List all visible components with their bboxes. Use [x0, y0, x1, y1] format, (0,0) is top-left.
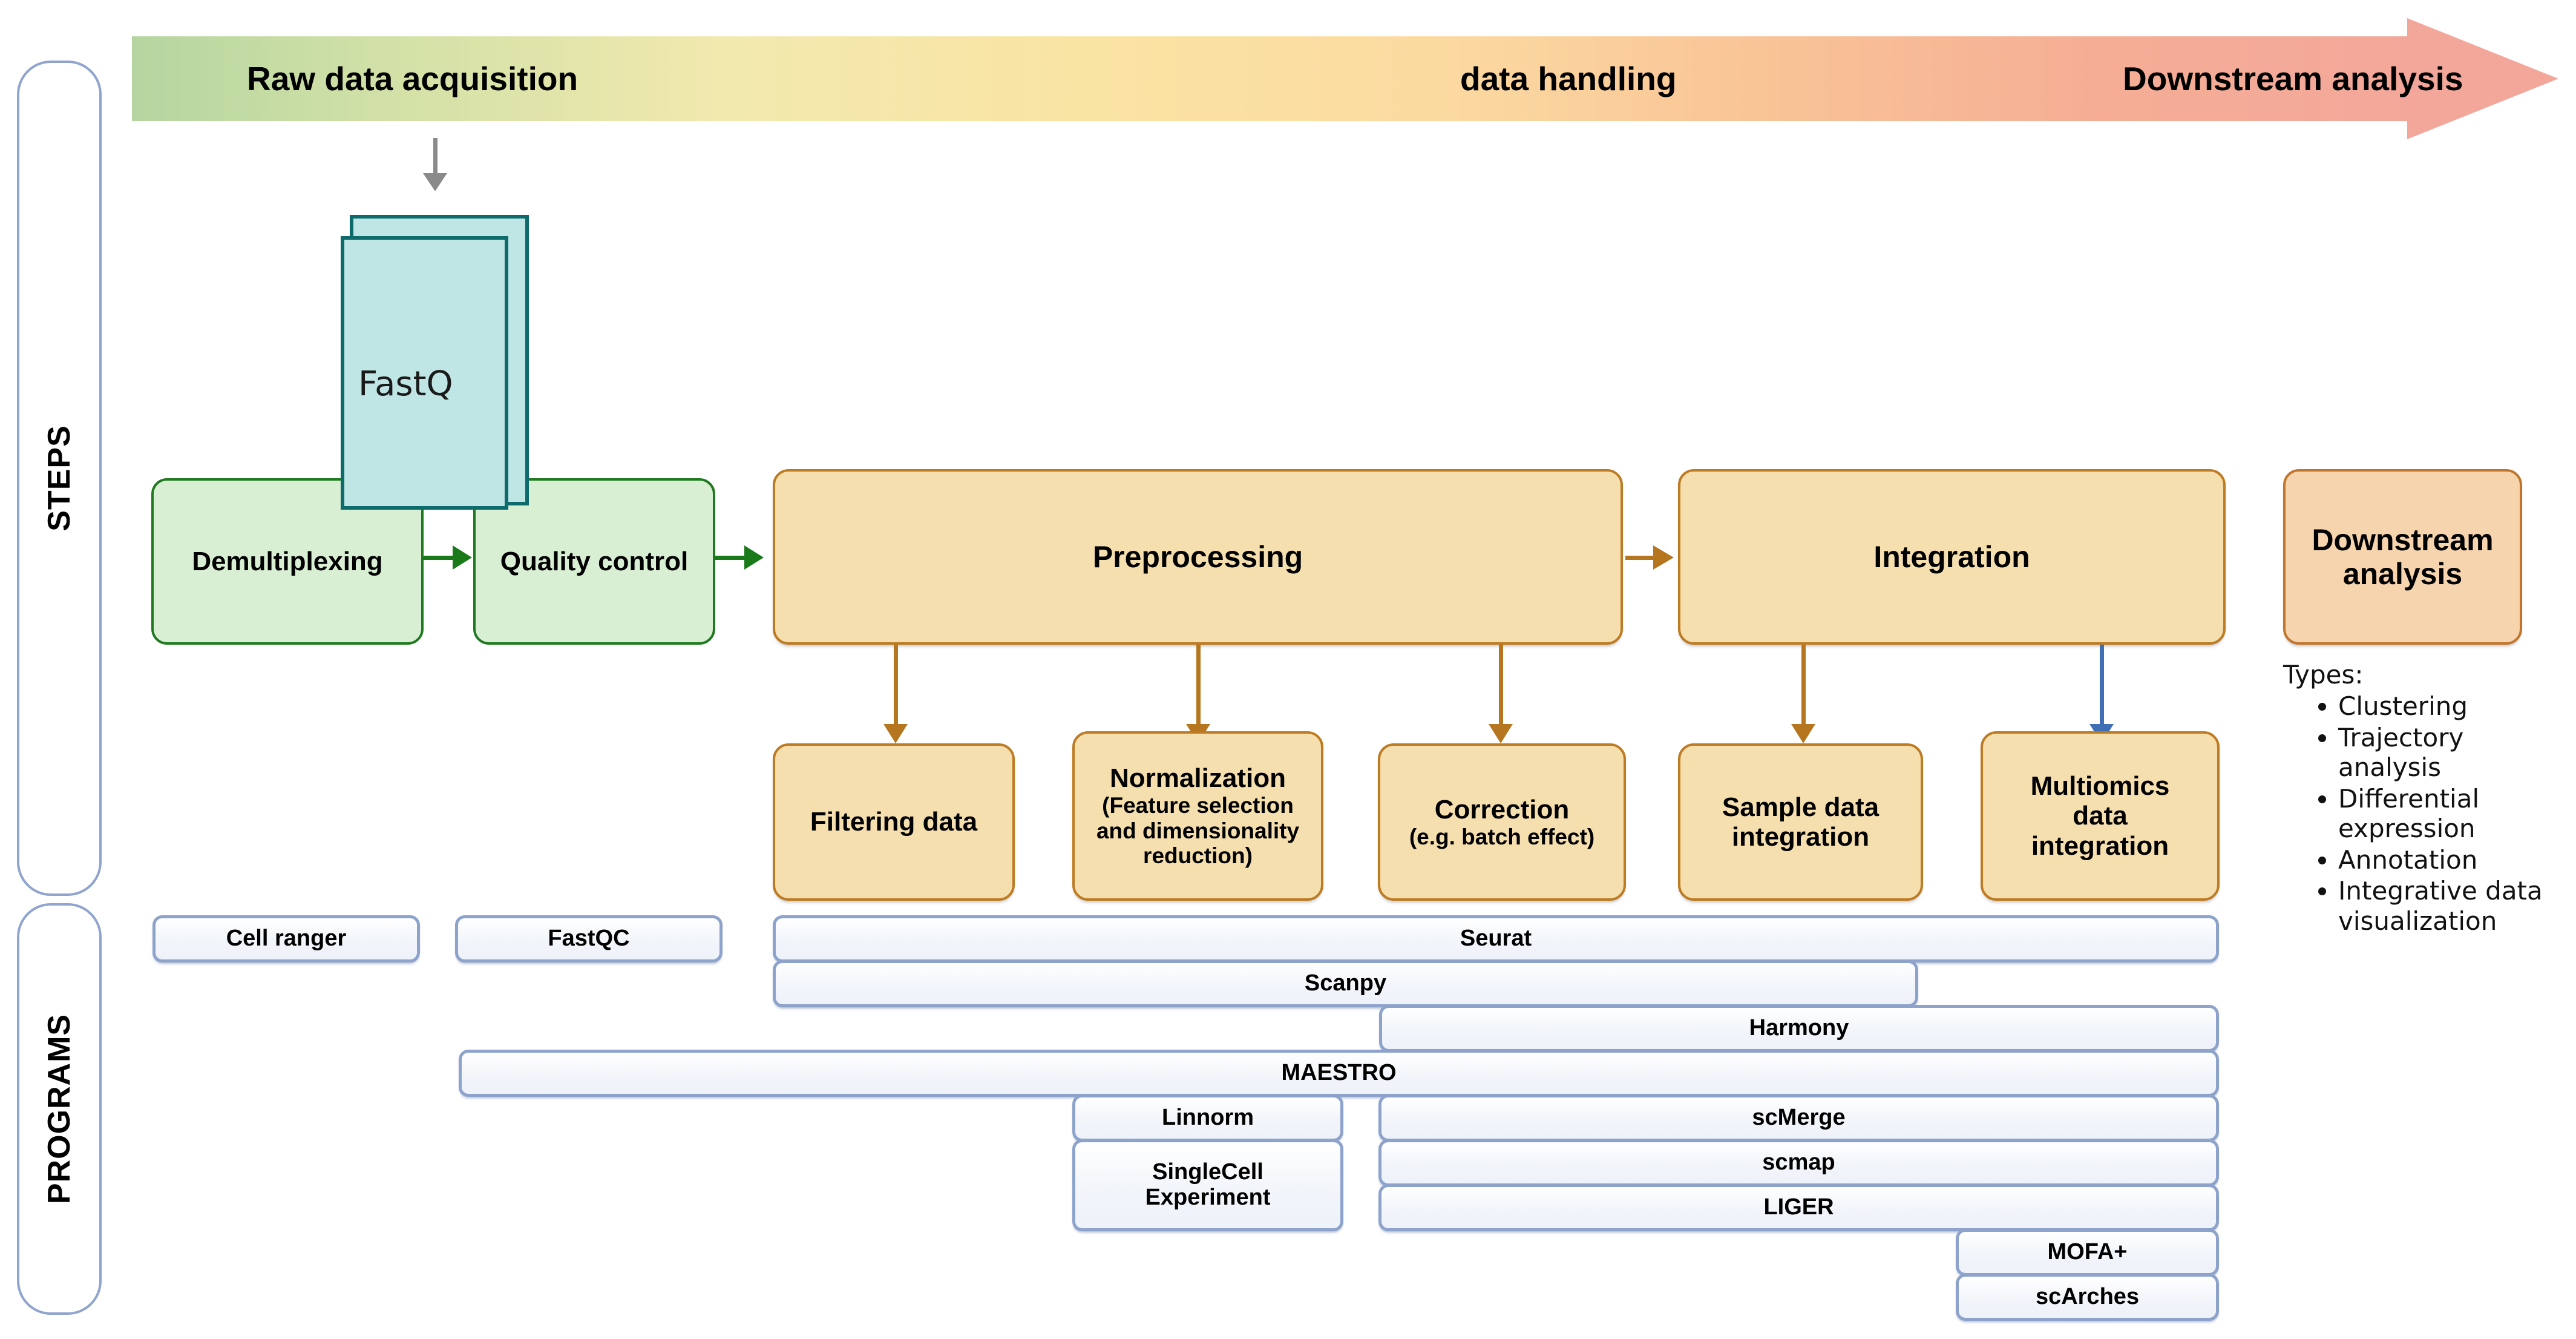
step-box-preprocessing-label: Preprocessing	[1092, 540, 1303, 574]
step-box-downstream-analysis[interactable]: Downstream analysis	[2283, 469, 2522, 645]
step-box-preprocessing[interactable]: Preprocessing	[773, 469, 1623, 645]
program-bar-label: Linnorm	[1162, 1105, 1254, 1131]
substep-sample-line2: integration	[1731, 822, 1870, 852]
program-bar-label: MOFA+	[2047, 1239, 2128, 1265]
connector-preprocessing-to-filtering	[894, 645, 898, 726]
connector-integration-to-sample-data-arrowhead-icon	[1791, 724, 1815, 743]
substep-multiomics-line3: integration	[2031, 831, 2169, 861]
step-box-demultiplexing-label: Demultiplexing	[192, 546, 383, 576]
step-box-integration[interactable]: Integration	[1678, 469, 2226, 645]
substep-box-normalization[interactable]: Normalization (Feature selection and dim…	[1072, 731, 1323, 901]
connector-preprocessing-to-integration	[1625, 556, 1656, 560]
substep-box-correction[interactable]: Correction (e.g. batch effect)	[1378, 743, 1626, 901]
downstream-type-item: Clustering	[2338, 691, 2561, 722]
fastq-label: FastQ	[358, 364, 453, 404]
connector-integration-to-multiomics	[2100, 645, 2104, 726]
connector-qc-to-preprocessing	[715, 556, 747, 560]
step-box-integration-label: Integration	[1873, 540, 2030, 574]
program-bar-label-line2: Experiment	[1145, 1185, 1271, 1210]
connector-preprocessing-to-normalization	[1196, 645, 1201, 726]
banner-shaft	[132, 36, 2413, 121]
substep-correction-line2: (e.g. batch effect)	[1409, 824, 1595, 849]
program-bar-mofa-plus[interactable]: MOFA+	[1956, 1229, 2219, 1276]
downstream-type-item: Differential expression	[2338, 784, 2561, 844]
program-bar-linnorm[interactable]: Linnorm	[1072, 1094, 1343, 1142]
program-bar-label: Harmony	[1749, 1015, 1849, 1041]
substep-box-filtering-data[interactable]: Filtering data	[773, 743, 1015, 901]
program-bar-singlecell-experiment[interactable]: SingleCell Experiment	[1072, 1139, 1343, 1231]
connector-qc-to-preprocessing-arrowhead-icon	[744, 545, 764, 570]
step-box-downstream-analysis-label-line2: analysis	[2342, 557, 2463, 591]
program-bar-cell-ranger[interactable]: Cell ranger	[152, 915, 420, 962]
program-bar-label: scMerge	[1752, 1105, 1846, 1131]
substep-filtering-line1: Filtering data	[810, 807, 978, 837]
program-bar-liger[interactable]: LIGER	[1378, 1184, 2219, 1231]
substep-sample-line1: Sample data	[1722, 792, 1880, 822]
step-box-quality-control-label: Quality control	[500, 546, 689, 576]
program-bar-scanpy[interactable]: Scanpy	[773, 960, 1918, 1007]
substep-normalization-line1: Normalization	[1110, 763, 1286, 794]
substep-box-sample-data-integration[interactable]: Sample data integration	[1678, 743, 1923, 901]
program-bar-label: scmap	[1762, 1150, 1835, 1176]
workflow-banner-arrow: Raw data acquisition data handling Downs…	[132, 18, 2558, 139]
connector-integration-to-sample-data	[1801, 645, 1806, 726]
rail-steps-label: STEPS	[42, 425, 77, 531]
rail-programs: PROGRAMS	[17, 903, 102, 1315]
program-bar-seurat[interactable]: Seurat	[773, 915, 2219, 962]
banner-label-data-handling: data handling	[1460, 60, 1677, 97]
substep-multiomics-line1: Multiomics	[2030, 771, 2170, 801]
connector-preprocessing-to-filtering-arrowhead-icon	[883, 724, 908, 743]
program-bar-label-line1: SingleCell	[1152, 1159, 1263, 1185]
downstream-types-list: Clustering Trajectory analysis Different…	[2307, 691, 2561, 937]
substep-box-multiomics-data-integration[interactable]: Multiomics data integration	[1981, 731, 2220, 901]
connector-banner-to-fastq-arrowhead-icon	[423, 173, 447, 191]
downstream-type-item: Integrative data visualization	[2338, 876, 2561, 936]
connector-preprocessing-to-correction	[1499, 645, 1503, 726]
program-bar-label: LIGER	[1763, 1194, 1834, 1220]
step-box-downstream-analysis-label-line1: Downstream	[2312, 523, 2494, 557]
connector-demux-to-qc	[424, 556, 455, 560]
downstream-types-heading: Types:	[2283, 660, 2364, 689]
substep-multiomics-line2: data	[2073, 801, 2128, 831]
program-bar-label: Seurat	[1460, 926, 1532, 952]
banner-label-raw-data: Raw data acquisition	[247, 60, 578, 97]
program-bar-scmerge[interactable]: scMerge	[1378, 1094, 2219, 1142]
banner-label-downstream: Downstream analysis	[2123, 60, 2463, 97]
program-bar-harmony[interactable]: Harmony	[1379, 1005, 2219, 1052]
program-bar-label: scArches	[2035, 1284, 2140, 1310]
program-bar-label: Cell ranger	[226, 926, 347, 952]
rail-programs-label: PROGRAMS	[42, 1013, 77, 1205]
program-bar-maestro[interactable]: MAESTRO	[459, 1050, 2219, 1097]
program-bar-scmap[interactable]: scmap	[1378, 1139, 2219, 1186]
substep-normalization-line4: reduction)	[1143, 843, 1253, 869]
connector-banner-to-fastq	[433, 138, 438, 176]
substep-normalization-line2: (Feature selection	[1102, 793, 1294, 818]
program-bar-scarches[interactable]: scArches	[1956, 1274, 2219, 1321]
program-bar-label: FastQC	[548, 926, 630, 952]
program-bar-label: Scanpy	[1304, 970, 1387, 996]
downstream-type-item: Trajectory analysis	[2338, 723, 2561, 783]
program-bar-fastqc[interactable]: FastQC	[455, 915, 723, 962]
fastq-file-front	[341, 236, 508, 510]
connector-preprocessing-to-correction-arrowhead-icon	[1489, 724, 1513, 743]
connector-demux-to-qc-arrowhead-icon	[453, 545, 472, 570]
substep-normalization-line3: and dimensionality	[1096, 818, 1300, 843]
connector-preprocessing-to-integration-arrowhead-icon	[1653, 545, 1674, 570]
rail-steps: STEPS	[17, 61, 102, 896]
program-bar-label: MAESTRO	[1281, 1060, 1397, 1086]
step-box-quality-control[interactable]: Quality control	[473, 478, 715, 645]
substep-correction-line1: Correction	[1434, 794, 1570, 824]
downstream-type-item: Annotation	[2338, 845, 2561, 875]
